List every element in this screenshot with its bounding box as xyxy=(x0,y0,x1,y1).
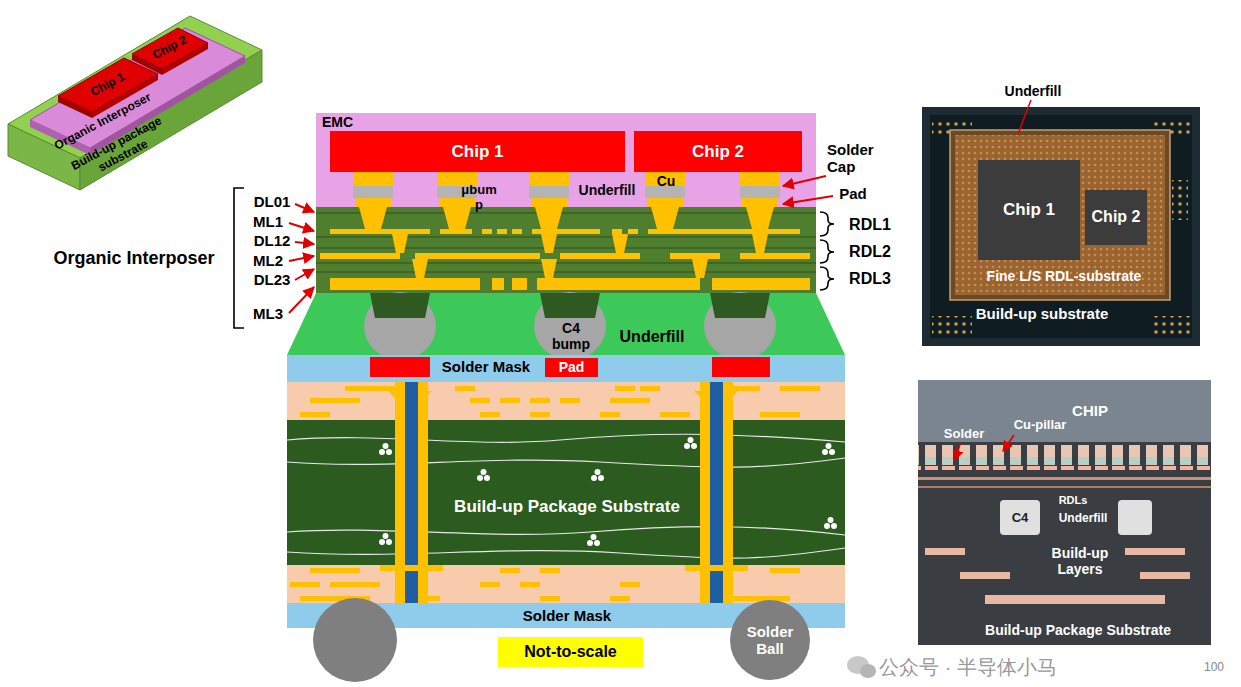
photo-label: Build-up Package Substrate xyxy=(985,622,1171,638)
group-label: Organic Interposer xyxy=(53,248,214,269)
organic-interposer-layers xyxy=(316,207,816,293)
chip-label: Chip 2 xyxy=(151,33,190,62)
package-3d-sketch xyxy=(8,16,262,190)
package-photo xyxy=(922,100,1200,346)
leader-lines xyxy=(289,176,833,313)
page-number: 100 xyxy=(1204,661,1224,675)
chip-label: Chip 1 xyxy=(452,142,504,162)
chip-label: Chip 1 xyxy=(1003,200,1055,220)
photo-label: Solder xyxy=(944,427,984,442)
photo-label: Underfill xyxy=(1059,512,1108,526)
photo-label: Underfill xyxy=(1005,83,1062,99)
photo-chip: Chip 1 xyxy=(978,160,1080,260)
layer-name: RDL2 xyxy=(849,243,891,261)
photo-label: CHIP xyxy=(1072,402,1108,419)
solder-ball: Solder Ball xyxy=(730,600,810,680)
part-label: Cu xyxy=(657,173,676,189)
part-label: Underfill xyxy=(620,328,685,346)
emc-region: EMC Chip 1 Chip 2 xyxy=(316,113,816,207)
layer-name: DL01 xyxy=(254,193,291,210)
part-label: C4 bump xyxy=(548,320,594,352)
part-label: Solder Mask xyxy=(523,607,611,624)
brackets xyxy=(234,188,834,328)
layer-label: Build-up package substrate xyxy=(61,110,180,191)
layer-name: RDL1 xyxy=(849,216,891,234)
layer-name: ML1 xyxy=(253,213,283,230)
photo-chip: Chip 2 xyxy=(1085,190,1147,245)
layer-name: RDL3 xyxy=(849,270,891,288)
photo-label: RDLs xyxy=(1059,494,1088,507)
part-label: μbump xyxy=(459,183,499,213)
chip-label: Chip 1 xyxy=(89,70,128,99)
part-label: Build-up Package Substrate xyxy=(454,497,680,517)
layer-name: ML3 xyxy=(253,305,283,322)
chip-box: Chip 1 xyxy=(330,131,625,172)
part-label: Pad xyxy=(839,185,867,202)
pad-label: Pad xyxy=(559,359,585,375)
part-label: Solder Mask xyxy=(442,358,530,375)
part-label: Underfill xyxy=(579,182,636,198)
chip-label: Chip 2 xyxy=(1092,208,1141,226)
chip-label: Chip 2 xyxy=(692,142,744,162)
watermark-icon xyxy=(847,656,876,678)
ball-label: Solder Ball xyxy=(739,623,801,658)
c4-bump-region xyxy=(287,292,845,360)
photo-label: Build-up Layers xyxy=(1038,545,1122,577)
note-text: Not-to-scale xyxy=(524,643,616,661)
emc-and-microbumps xyxy=(316,113,816,207)
layer-name: DL12 xyxy=(254,232,291,249)
cross-section-photo xyxy=(918,380,1211,645)
note-box: Not-to-scale xyxy=(498,637,643,667)
photo-label: C4 xyxy=(1012,511,1029,526)
watermark: 公众号 · 半导体小马 xyxy=(879,656,1057,679)
region-label: EMC xyxy=(322,114,353,130)
layer-name: ML2 xyxy=(253,252,283,269)
part-label: Solder Cap xyxy=(827,141,889,176)
photo-label: Build-up substrate xyxy=(976,305,1109,322)
photo-label: Cu-pillar xyxy=(1014,418,1067,433)
layer-name: DL23 xyxy=(254,271,291,288)
chip-box: Chip 2 xyxy=(634,131,802,172)
photo-label: Fine L/S RDL-substrate xyxy=(987,268,1142,284)
build-up-substrate xyxy=(287,355,845,682)
pad-box: Pad xyxy=(545,358,598,377)
